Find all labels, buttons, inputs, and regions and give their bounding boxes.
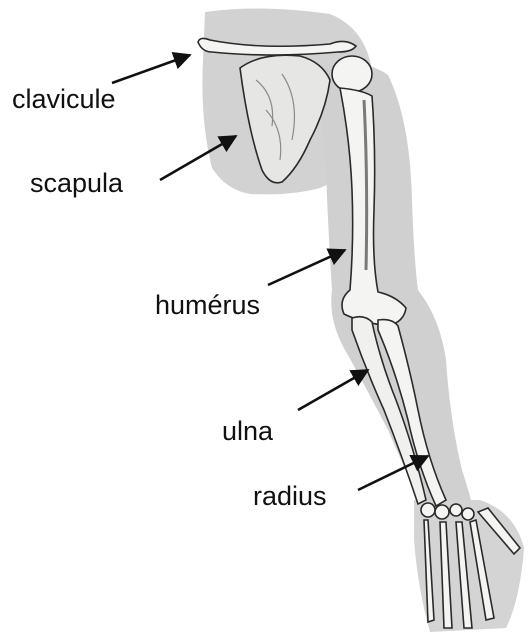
humerus-label: humérus xyxy=(155,292,260,319)
ulna-arrow xyxy=(298,370,368,410)
clavicle-label: clavicule xyxy=(12,86,116,113)
ulna-label: ulna xyxy=(222,418,273,445)
humerus-head xyxy=(332,56,372,92)
arm-silhouette xyxy=(318,64,472,512)
scapula-label: scapula xyxy=(30,170,123,197)
clavicle-arrow xyxy=(112,55,190,83)
radius-label: radius xyxy=(253,483,327,510)
